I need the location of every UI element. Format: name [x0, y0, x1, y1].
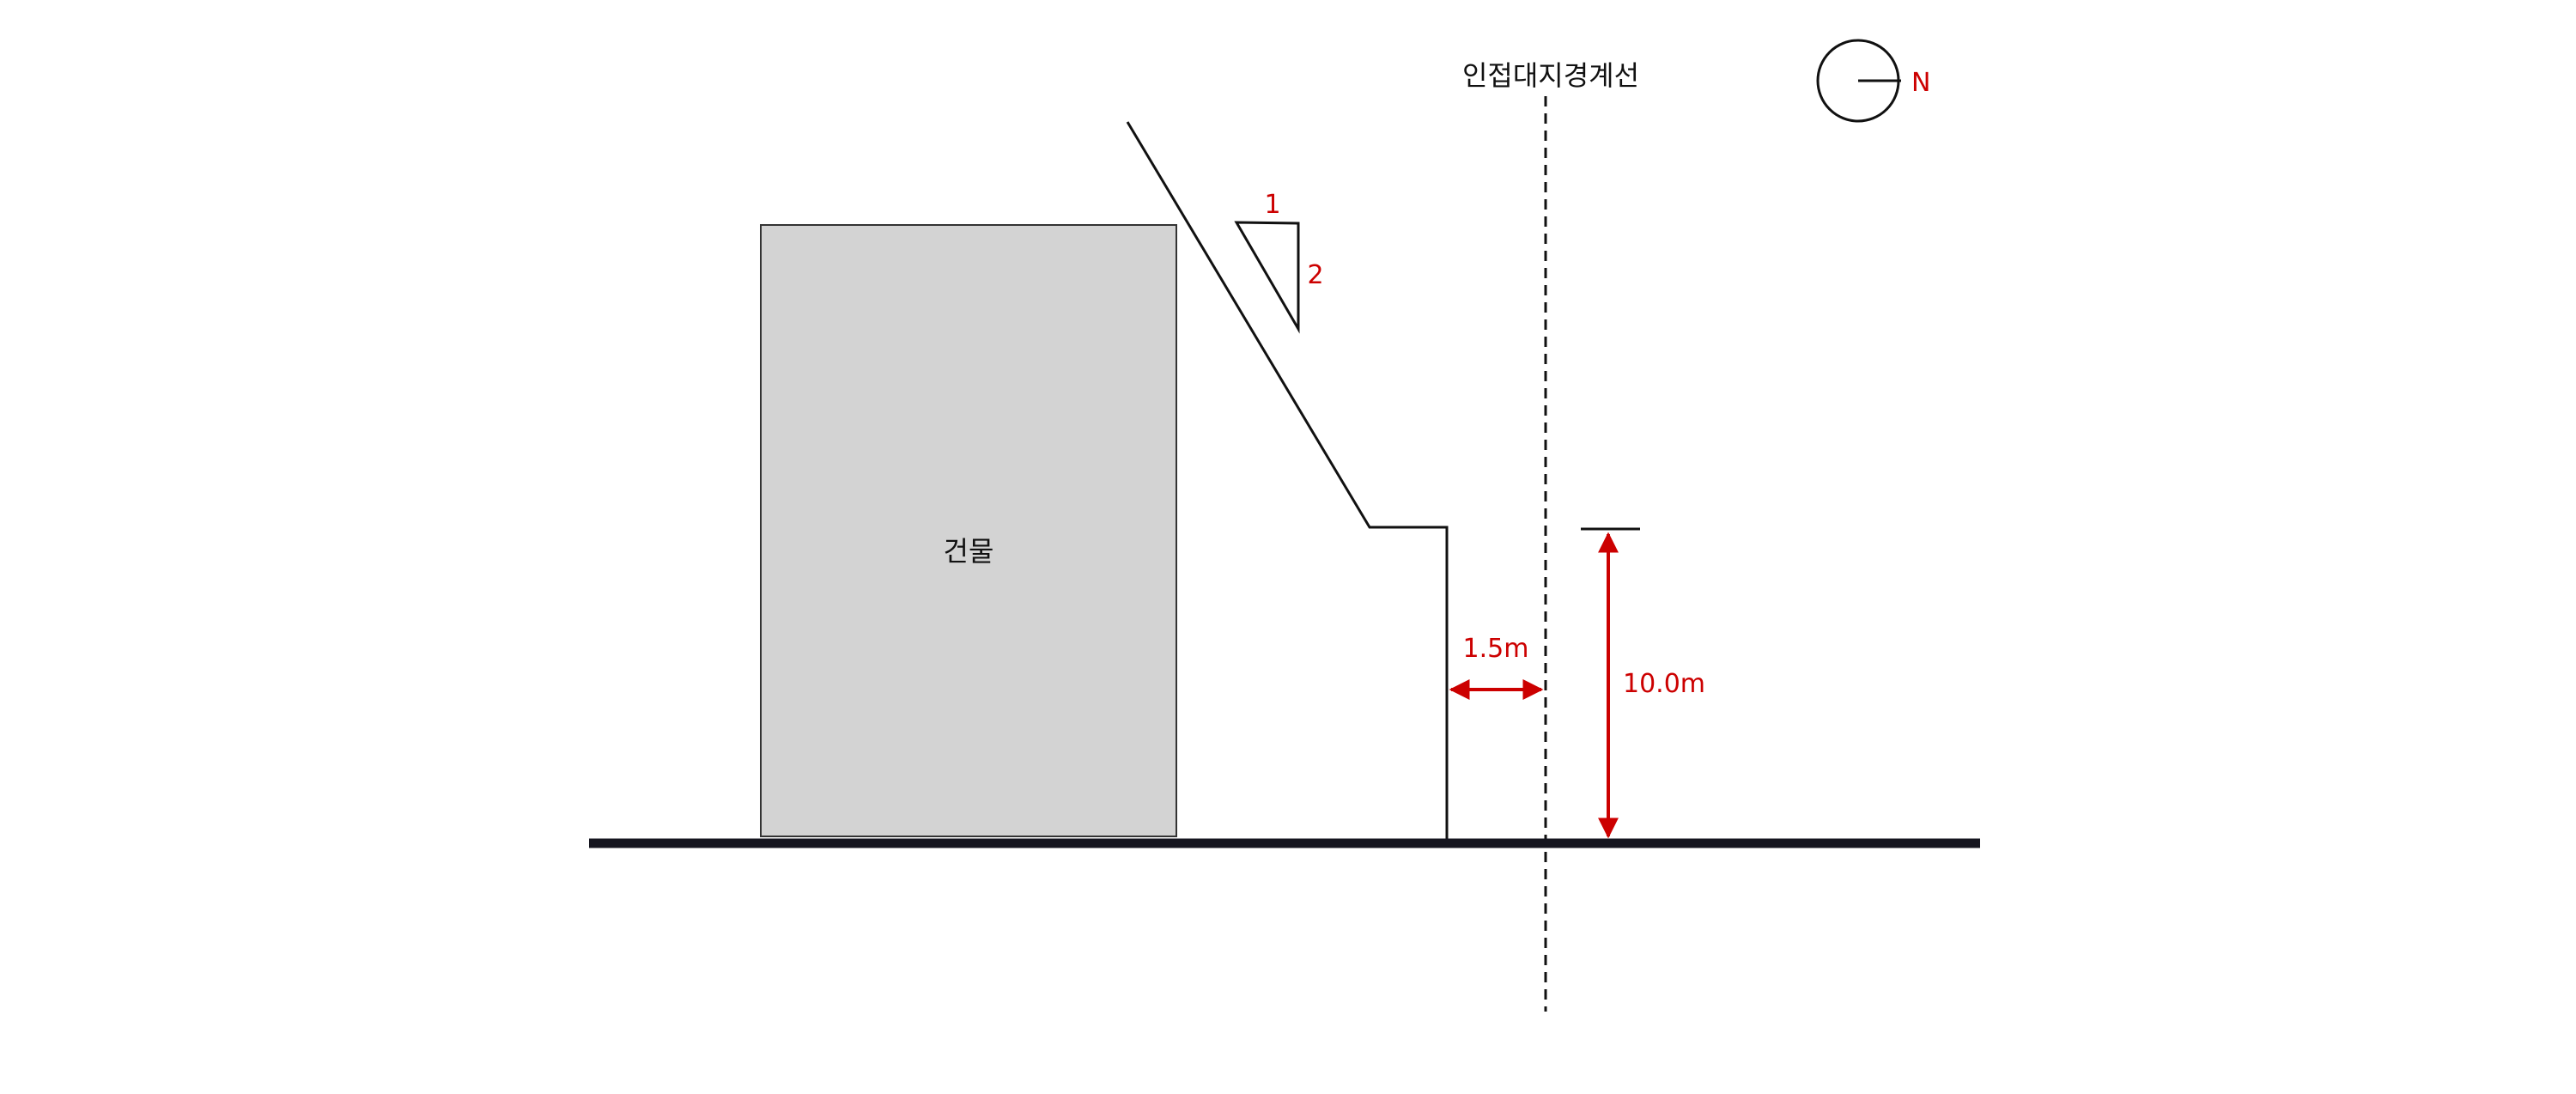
building-label: 건물	[944, 535, 994, 568]
setback-dimension-label: 1.5m	[1463, 634, 1529, 664]
height-dimension-label: 10.0m	[1623, 669, 1705, 699]
building-block	[760, 224, 1177, 837]
slope-run-label: 2	[1307, 260, 1323, 290]
north-compass: N	[1816, 39, 1930, 123]
north-label: N	[1911, 68, 1930, 98]
slope-rise-label: 1	[1264, 190, 1280, 220]
slope-indicator-triangle	[1234, 221, 1300, 334]
boundary-label: 인접대지경계선	[1462, 59, 1639, 92]
height-limit-envelope	[1126, 121, 1449, 842]
